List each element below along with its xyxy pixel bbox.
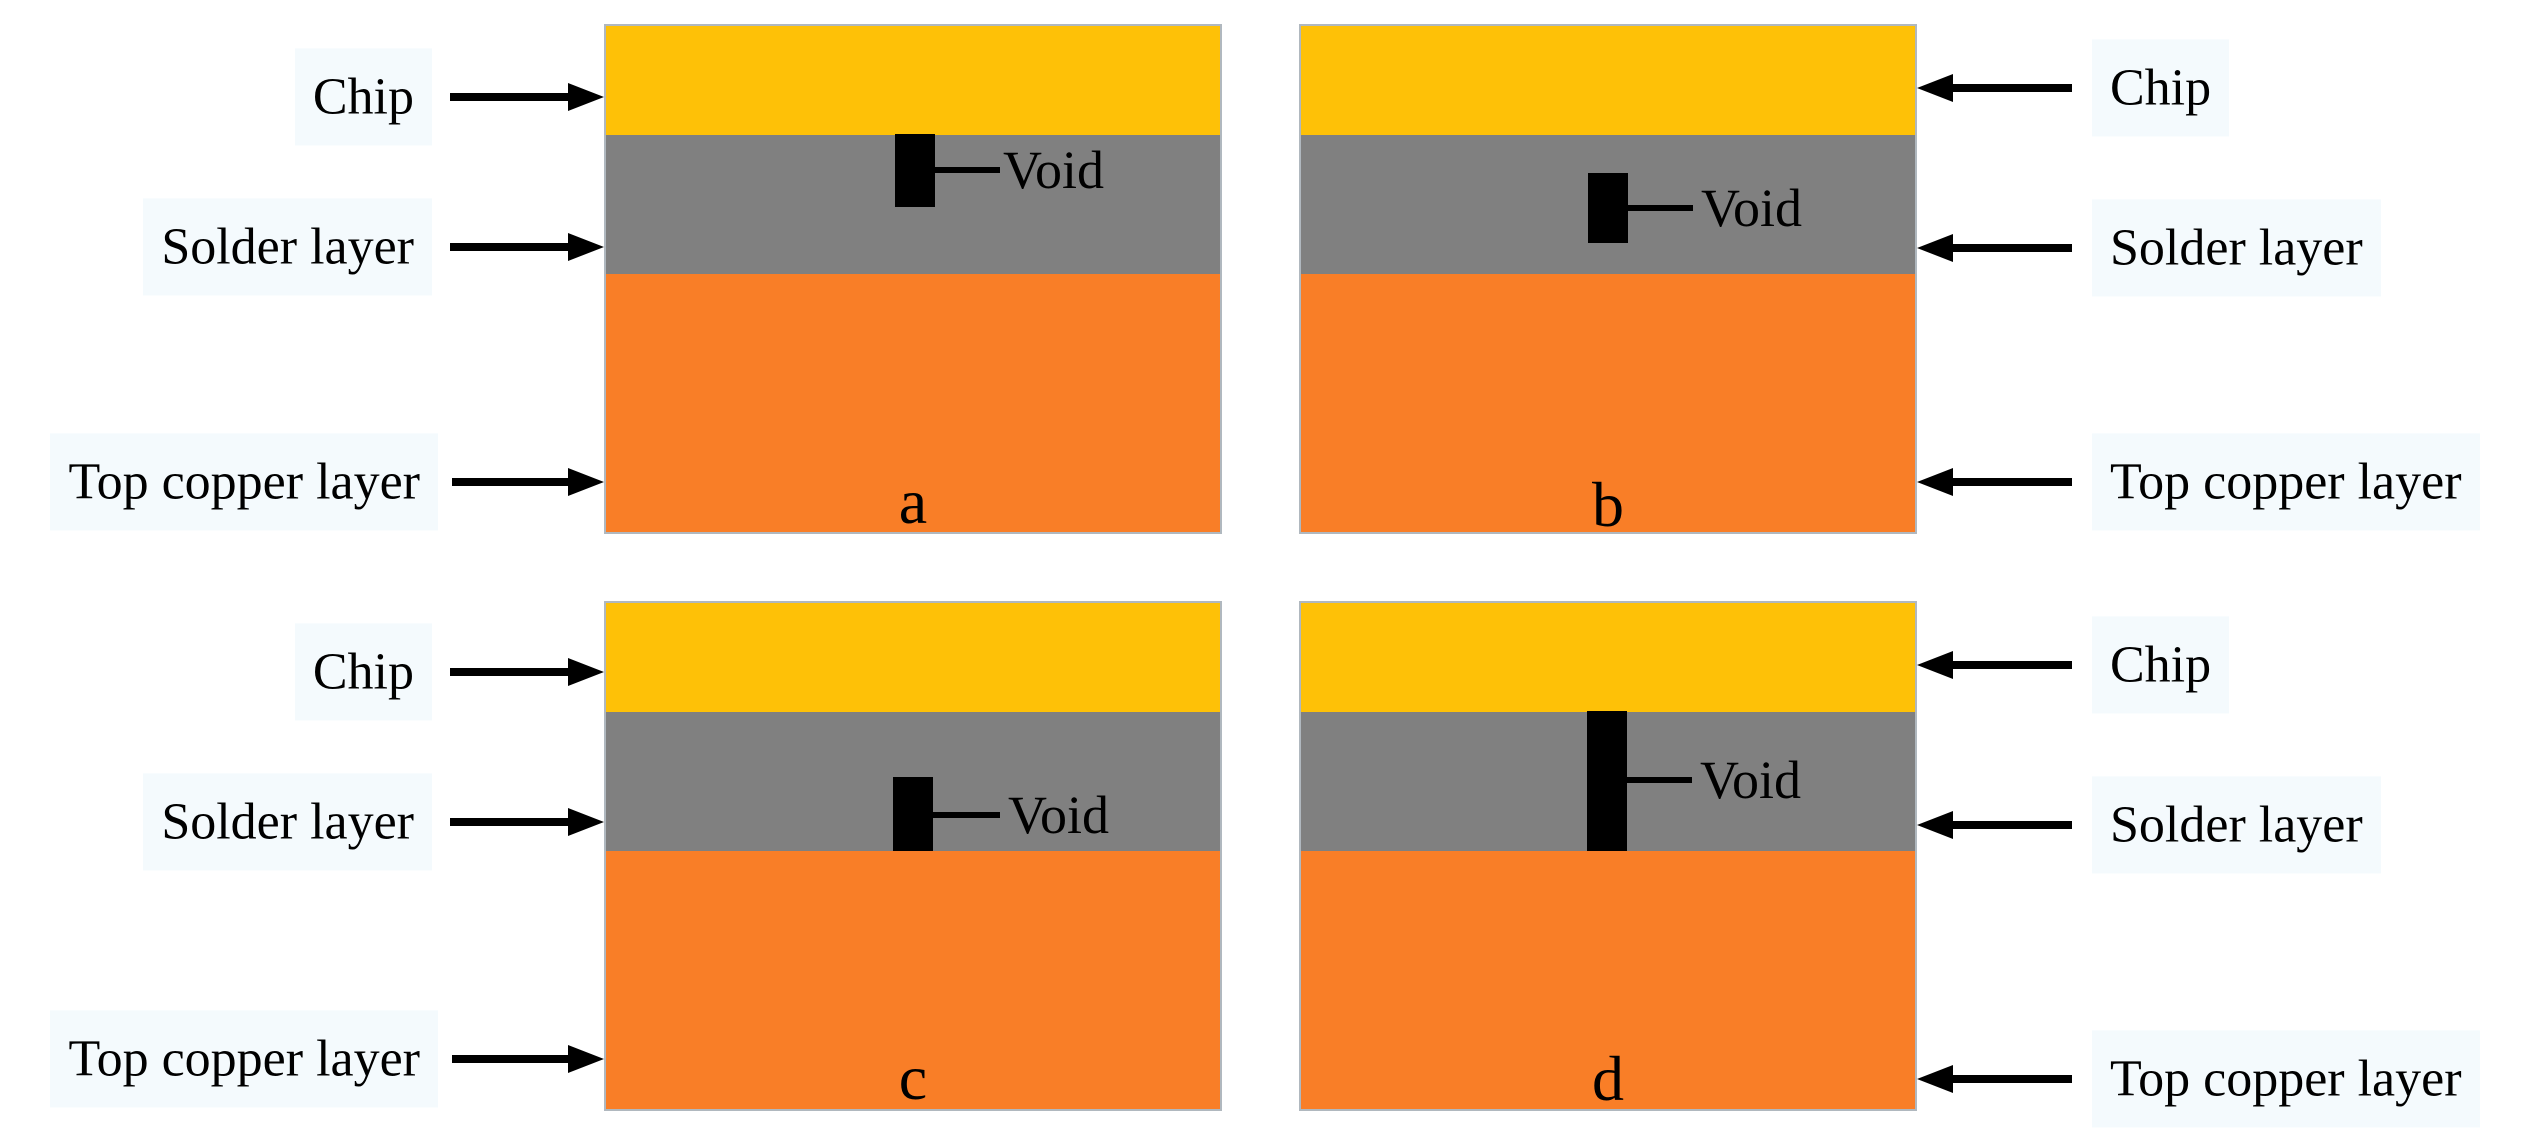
panel-d-void-label: Void [1700, 750, 1802, 810]
panel-b-chip [1301, 26, 1915, 136]
top-copper-layer-arrow-shaft-b [1953, 478, 2072, 486]
top-copper-layer-arrow-shaft-a [452, 478, 568, 486]
solder-layer-arrowhead-b [1917, 234, 1953, 262]
panel-c-top-copper-layer [606, 851, 1220, 1109]
panel-b-top-copper-layer [1301, 274, 1915, 532]
panel-a-top-copper-layer [606, 274, 1220, 532]
panel-b-letter: b [1592, 469, 1624, 540]
solder-layer-label-d: Solder layer [2092, 776, 2381, 874]
panel-c-chip [606, 603, 1220, 713]
solder-layer-arrow-shaft-b [1953, 244, 2072, 252]
chip-label-d: Chip [2092, 616, 2230, 714]
panel-a [604, 24, 1222, 534]
panel-d [1299, 601, 1917, 1111]
solder-layer-arrow-shaft-c [450, 818, 568, 826]
chip-arrowhead-b [1917, 74, 1953, 102]
panel-b [1299, 24, 1917, 534]
chip-label-c: Chip [294, 623, 432, 721]
chip-arrow-shaft-a [450, 93, 568, 101]
chip-label-a: Chip [294, 48, 432, 146]
top-copper-layer-label-b: Top copper layer [2092, 433, 2480, 531]
panel-a-void [895, 134, 935, 207]
chip-arrow-shaft-c [450, 668, 568, 676]
panel-c-void-label: Void [1008, 785, 1110, 845]
panel-b-void-label: Void [1701, 178, 1803, 238]
panel-d-top-copper-layer [1301, 851, 1915, 1109]
top-copper-layer-arrowhead-a [568, 468, 604, 496]
panel-d-chip [1301, 603, 1915, 713]
panel-c [604, 601, 1222, 1111]
top-copper-layer-arrow-shaft-d [1953, 1075, 2072, 1083]
panel-b-void-connector-line [1628, 205, 1693, 211]
panel-b-void [1588, 173, 1628, 243]
solder-layer-label-b: Solder layer [2092, 199, 2381, 297]
top-copper-layer-label-a: Top copper layer [50, 433, 438, 531]
panel-c-void [893, 777, 933, 851]
chip-arrowhead-a [568, 83, 604, 111]
panel-c-void-connector-line [933, 812, 1000, 818]
panel-a-chip [606, 26, 1220, 136]
panel-c-letter: c [898, 1042, 928, 1113]
solder-layer-label-a: Solder layer [143, 198, 432, 296]
top-copper-layer-label-d: Top copper layer [2092, 1030, 2480, 1128]
panel-d-void [1587, 711, 1627, 851]
top-copper-layer-label-c: Top copper layer [50, 1010, 438, 1108]
chip-label-b: Chip [2092, 39, 2230, 137]
panel-a-void-label: Void [1003, 140, 1105, 200]
solder-layer-arrowhead-d [1917, 811, 1953, 839]
chip-arrowhead-c [568, 658, 604, 686]
panel-a-void-connector-line [935, 167, 1000, 173]
panel-a-letter: a [898, 466, 928, 537]
top-copper-layer-arrowhead-c [568, 1045, 604, 1073]
chip-arrow-shaft-d [1953, 661, 2072, 669]
solder-layer-arrowhead-a [568, 233, 604, 261]
top-copper-layer-arrow-shaft-c [452, 1055, 568, 1063]
solder-layer-arrowhead-c [568, 808, 604, 836]
top-copper-layer-arrowhead-d [1917, 1065, 1953, 1093]
chip-arrow-shaft-b [1953, 84, 2072, 92]
solder-layer-arrow-shaft-a [450, 243, 568, 251]
solder-layer-label-c: Solder layer [143, 773, 432, 871]
panel-d-void-connector-line [1627, 777, 1692, 783]
top-copper-layer-arrowhead-b [1917, 468, 1953, 496]
solder-layer-arrow-shaft-d [1953, 821, 2072, 829]
chip-arrowhead-d [1917, 651, 1953, 679]
panel-d-letter: d [1592, 1043, 1624, 1114]
